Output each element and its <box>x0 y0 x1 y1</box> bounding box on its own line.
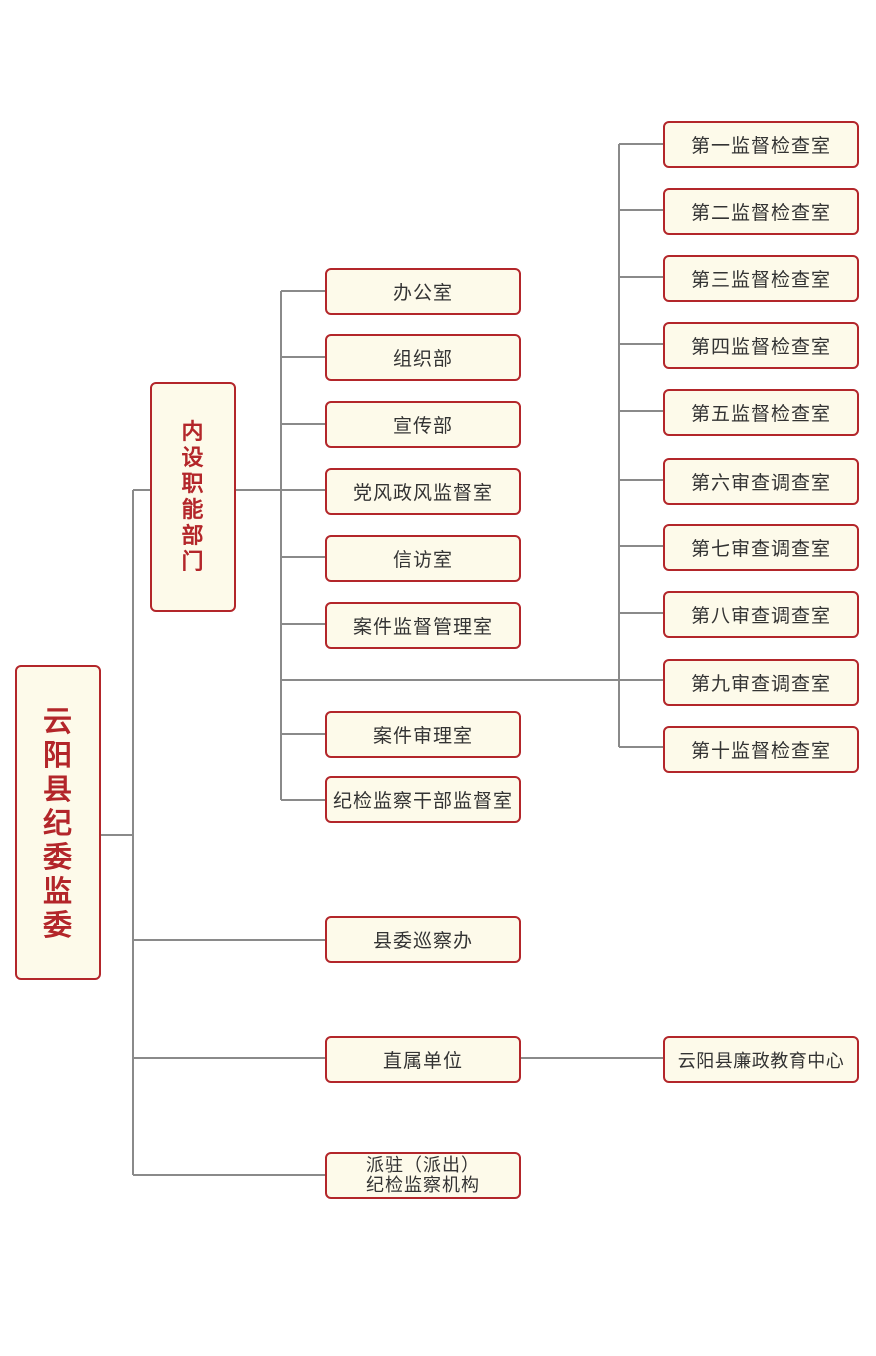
investigation-room-9: 第九审查调查室 <box>663 659 859 706</box>
dept-cadre-supervision: 纪检监察干部监督室 <box>325 776 521 823</box>
investigation-room-7: 第七审查调查室 <box>663 524 859 571</box>
inspection-room-4: 第四监督检查室 <box>663 322 859 369</box>
inspection-room-5: 第五监督检查室 <box>663 389 859 436</box>
internal-char: 门 <box>181 549 205 575</box>
root-char: 纪 <box>42 805 73 840</box>
dept-case-review: 案件审理室 <box>325 711 521 758</box>
stationed-discipline-agencies: 派驻（派出） 纪检监察机构 <box>325 1152 521 1199</box>
integrity-education-center: 云阳县廉政教育中心 <box>663 1036 859 1083</box>
internal-char: 设 <box>181 445 205 471</box>
stationed-line-2: 纪检监察机构 <box>366 1174 480 1196</box>
dept-office: 办公室 <box>325 268 521 315</box>
root-node: 云 阳 县 纪 委 监 委 <box>15 665 101 980</box>
dept-party-conduct-supervision: 党风政风监督室 <box>325 468 521 515</box>
investigation-room-8: 第八审查调查室 <box>663 591 859 638</box>
inspection-room-2: 第二监督检查室 <box>663 188 859 235</box>
internal-char: 能 <box>181 497 205 523</box>
stationed-line-1: 派驻（派出） <box>366 1154 480 1176</box>
patrol-office: 县委巡察办 <box>325 916 521 963</box>
dept-case-supervision-management: 案件监督管理室 <box>325 602 521 649</box>
inspection-room-3: 第三监督检查室 <box>663 255 859 302</box>
internal-char: 职 <box>181 471 205 497</box>
dept-publicity: 宣传部 <box>325 401 521 448</box>
root-char: 云 <box>42 703 73 738</box>
dept-petition: 信访室 <box>325 535 521 582</box>
root-char: 监 <box>42 873 73 908</box>
internal-char: 部 <box>181 523 205 549</box>
investigation-room-6: 第六审查调查室 <box>663 458 859 505</box>
internal-departments-node: 内 设 职 能 部 门 <box>150 382 236 612</box>
root-char: 县 <box>42 771 73 806</box>
dept-organization: 组织部 <box>325 334 521 381</box>
inspection-room-1: 第一监督检查室 <box>663 121 859 168</box>
inspection-room-10: 第十监督检查室 <box>663 726 859 773</box>
affiliated-units: 直属单位 <box>325 1036 521 1083</box>
internal-char: 内 <box>181 419 205 445</box>
root-char: 委 <box>42 839 73 874</box>
root-char: 阳 <box>42 737 73 772</box>
root-char: 委 <box>42 907 73 942</box>
